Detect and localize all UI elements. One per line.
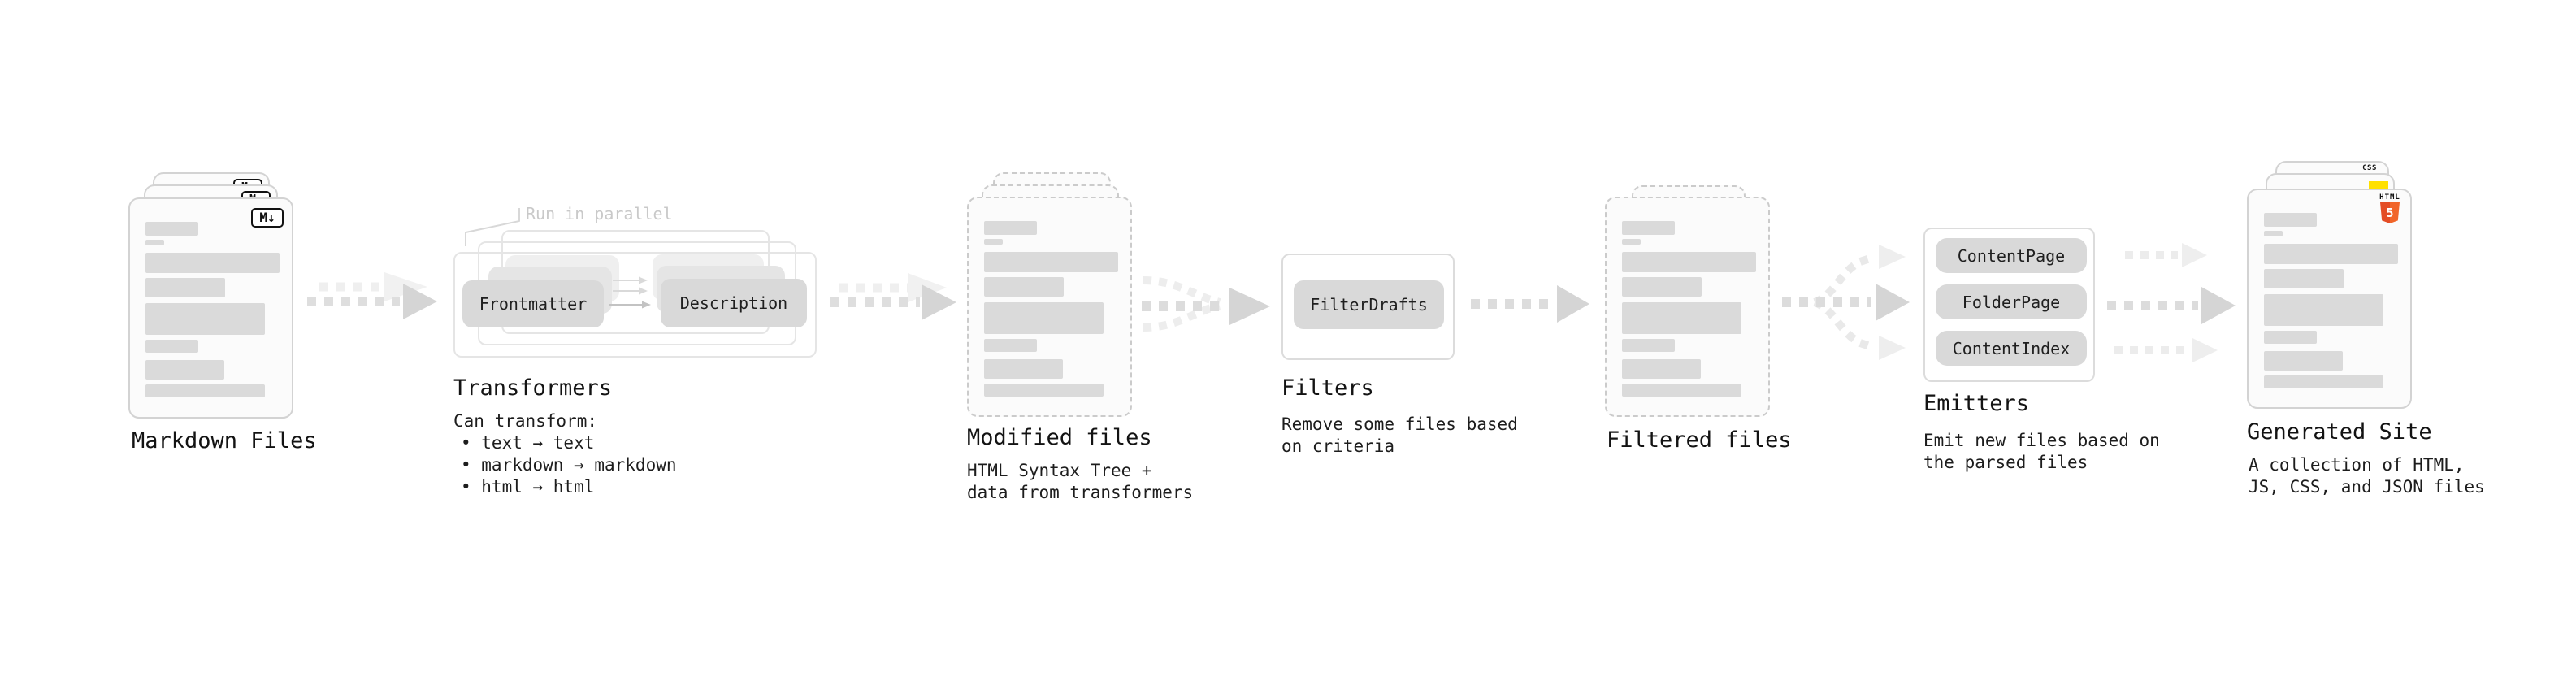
placeholder-text-bar [2264,269,2344,288]
document-content-placeholder [130,199,292,417]
parallel-run-arrows [609,276,651,309]
document-content-placeholder [1607,198,1768,415]
filtered-doc-front [1605,197,1770,417]
placeholder-text-bar [2264,231,2283,236]
emitters-title: Emitters [1923,391,2030,416]
placeholder-text-bar [2264,375,2383,388]
html5-word: HTML [2379,193,2400,202]
modified-doc-front [967,197,1132,417]
placeholder-text-bar [1622,277,1702,297]
placeholder-text-bar [1622,384,1741,397]
css-badge-label: CSS [2362,164,2377,172]
placeholder-text-bar [2264,331,2317,344]
placeholder-text-bar [145,222,198,236]
document-content-placeholder [2249,190,2410,407]
placeholder-text-bar [145,278,225,297]
placeholder-text-bar [1622,221,1675,235]
placeholder-text-bar [1622,302,1741,334]
description-node: Description [661,279,807,327]
generated-site-title: Generated Site [2247,419,2432,445]
emitter-node: FolderPage [1936,284,2087,319]
emitter-node: ContentIndex [1936,331,2087,366]
site-doc-html: HTML 5 [2247,189,2412,409]
transform-capability: • markdown → markdown [461,455,677,475]
flow-arrow-emitters-to-site [2107,243,2236,362]
modified-files-subtitle: HTML Syntax Tree + data from transformer… [967,461,1194,502]
placeholder-text-bar [1622,339,1675,352]
placeholder-text-bar [2264,294,2383,326]
flow-arrow-filters-to-filtered [1471,285,1589,323]
transform-capability: • text → text [461,433,595,453]
parallel-note-leader-line [465,208,520,246]
placeholder-text-bar [1622,359,1701,379]
filters-subtitle: Remove some files based on criteria [1281,414,1518,456]
placeholder-text-bar [145,384,265,397]
placeholder-text-bar [2264,351,2343,371]
run-in-parallel-note: Run in parallel [526,204,673,223]
transformers-bullet-list: • text → text• markdown → markdown• html… [461,432,677,498]
transformers-title: Transformers [453,375,613,401]
placeholder-text-bar [984,302,1104,334]
filters-title: Filters [1281,375,1374,401]
emitters-subtitle: Emit new files based on the parsed files [1923,431,2160,472]
filtered-files-title: Filtered files [1607,427,1792,453]
html5-icon: HTML 5 [2379,193,2400,223]
placeholder-text-bar [2264,244,2398,264]
transform-capability: • html → html [461,477,595,497]
placeholder-text-bar [145,340,198,353]
markdown-icon: M↓ [251,208,284,228]
html5-shield: 5 [2380,202,2400,223]
frontmatter-node: Frontmatter [462,280,604,327]
placeholder-text-bar [145,240,164,245]
placeholder-text-bar [984,277,1064,297]
flow-arrow-modified-to-filters [1142,276,1270,332]
document-content-placeholder [969,198,1130,415]
filterdrafts-node: FilterDrafts [1294,280,1444,329]
flow-arrow-filtered-to-emitters [1782,245,1910,360]
placeholder-text-bar [984,221,1037,235]
emitter-node: ContentPage [1936,238,2087,273]
generated-site-subtitle: A collection of HTML, JS, CSS, and JSON … [2249,455,2485,497]
placeholder-text-bar [984,384,1104,397]
transformers-subtitle: Can transform: [453,411,598,431]
flow-arrow-markdown-to-transformers [307,272,437,319]
transformer-frame-front [453,252,817,358]
placeholder-text-bar [1622,252,1756,272]
placeholder-text-bar [984,359,1063,379]
placeholder-text-bar [145,360,224,380]
placeholder-text-bar [1622,239,1641,245]
placeholder-text-bar [984,339,1037,352]
placeholder-text-bar [984,252,1118,272]
flow-arrow-transformers-to-modified [830,273,956,320]
markdown-files-title: Markdown Files [132,428,317,453]
placeholder-text-bar [2264,213,2317,227]
markdown-doc-front: M↓ [128,197,293,419]
placeholder-text-bar [145,303,265,335]
placeholder-text-bar [984,239,1003,245]
placeholder-text-bar [145,253,280,273]
modified-files-title: Modified files [967,425,1152,450]
